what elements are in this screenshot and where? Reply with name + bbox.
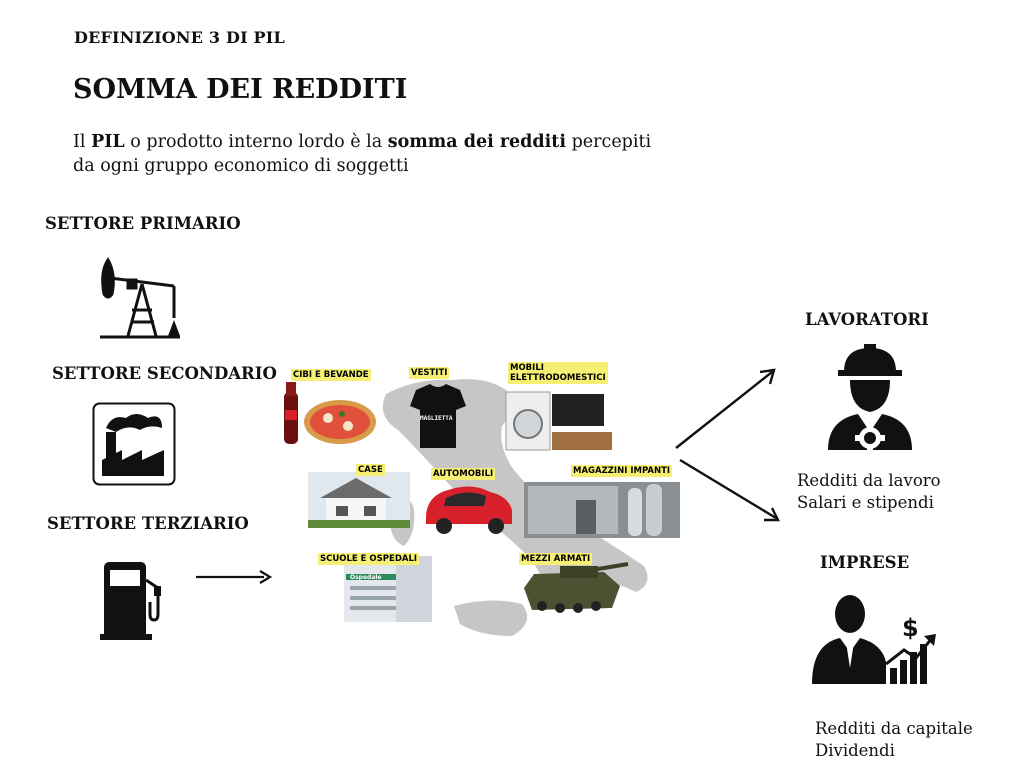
arrow-to-workers [675, 368, 776, 449]
eyebrow-heading: DEFINIZIONE 3 DI PIL [74, 28, 285, 47]
page-title: SOMMA DEI REDDITI [73, 74, 408, 105]
hospital-sign-text: Ospedale [350, 574, 382, 581]
businessman-chart-icon: $ [812, 595, 936, 684]
firms-label: IMPRESE [820, 553, 910, 572]
sector-label-secondary: SETTORE SECONDARIO [52, 364, 277, 383]
sector-label-primary: SETTORE PRIMARIO [45, 214, 241, 233]
firms-income-line: Redditi da capitale [815, 719, 973, 738]
product-tag-armored: MEZZI ARMATI [519, 553, 593, 565]
tshirt-print-text: MAGLIETTA [420, 415, 453, 422]
intro-paragraph: Il PIL o prodotto interno lordo è la som… [73, 130, 673, 178]
production-map [284, 379, 680, 636]
tshirt-image [410, 384, 466, 448]
workers-label: LAVORATORI [805, 310, 929, 329]
workers-income-line: Salari e stipendi [797, 493, 934, 512]
oil-pump-icon [100, 257, 180, 339]
intro-text: Il [73, 132, 92, 152]
fuel-pump-icon [100, 562, 161, 640]
product-tag-cars: AUTOMOBILI [431, 468, 496, 480]
svg-text:$: $ [902, 614, 919, 642]
intro-text: percepiti da ogni gruppo economico di so… [73, 132, 652, 176]
arrow-to-firms [679, 458, 780, 522]
product-tag-warehouses: MAGAZZINI IMPANTI [571, 465, 673, 477]
house-image [308, 472, 410, 528]
sector-label-tertiary: SETTORE TERZIARIO [47, 514, 249, 533]
worker-helmet-icon [828, 344, 912, 453]
intro-text: o prodotto interno lordo è la [124, 132, 388, 152]
product-tag-food: CIBI E BEVANDE [291, 369, 371, 381]
car-image [426, 486, 512, 534]
product-tag-furniture: MOBILI ELETTRODOMESTICI [508, 362, 608, 384]
workers-income-line: Redditi da lavoro [797, 471, 941, 490]
warehouse-image [524, 482, 680, 538]
food-drink-image [284, 382, 376, 444]
intro-bold-somma: somma dei redditi [387, 132, 567, 152]
hospital-image [344, 556, 432, 622]
product-tag-schools: SCUOLE E OSPEDALI [318, 553, 420, 565]
factory-icon [92, 402, 176, 486]
firms-income: Redditi da capitale Dividendi [815, 718, 973, 762]
intro-bold-pil: PIL [91, 132, 125, 152]
firms-income-line: Dividendi [815, 741, 895, 760]
sicily-shape [454, 600, 528, 636]
product-tag-houses: CASE [356, 464, 385, 476]
arrow-to-production [196, 570, 273, 584]
workers-income: Redditi da lavoro Salari e stipendi [797, 470, 941, 514]
product-tag-clothes: VESTITI [409, 367, 450, 379]
tank-image [524, 562, 629, 613]
appliances-image [505, 391, 612, 451]
